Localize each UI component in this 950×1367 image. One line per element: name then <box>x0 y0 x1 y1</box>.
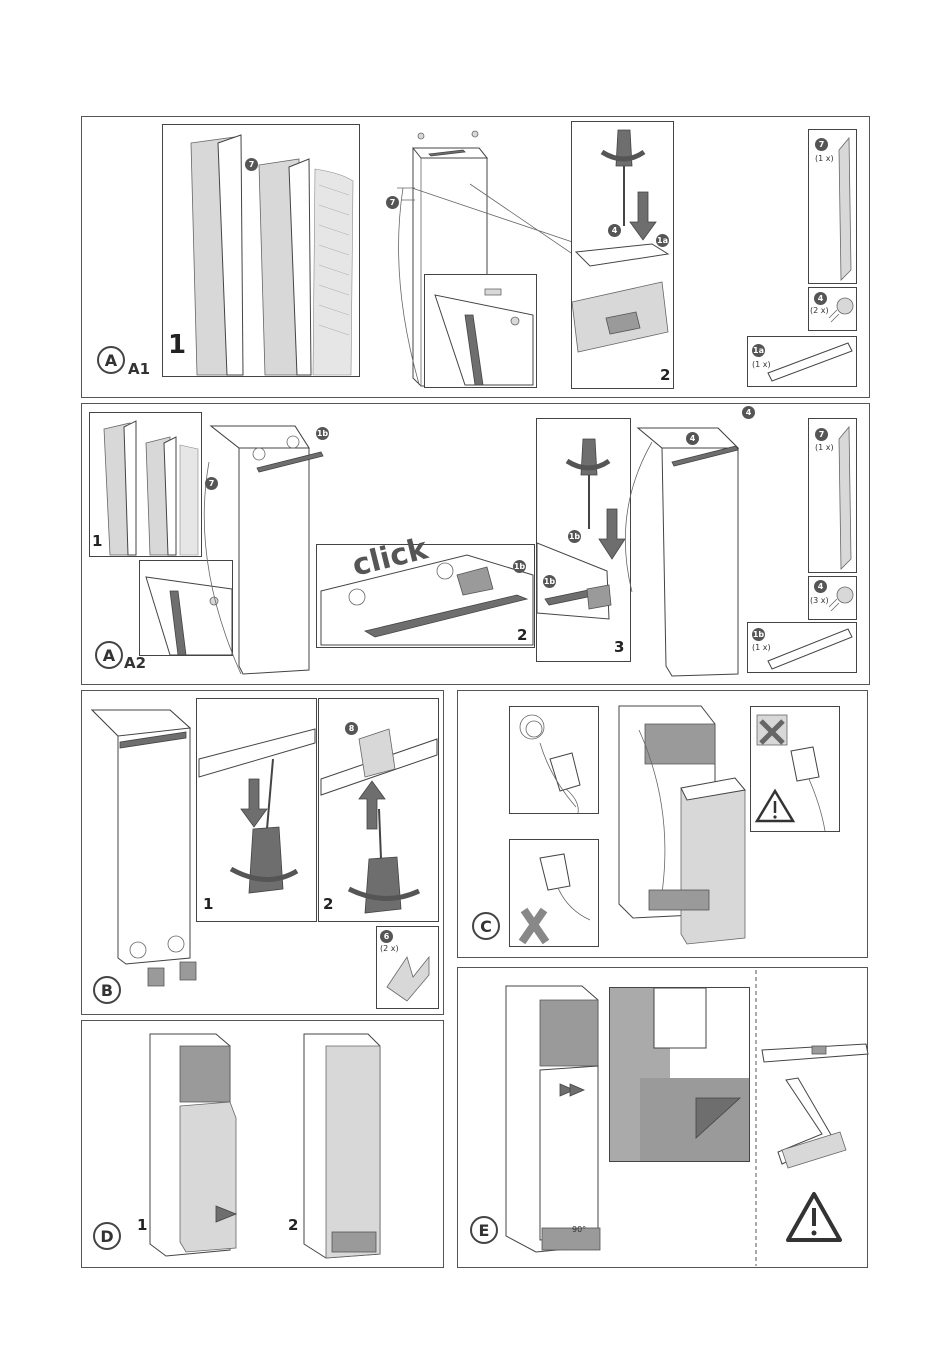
b-fridge-drawing <box>86 696 196 996</box>
section-letter-a2: A <box>95 641 123 669</box>
seal-strip-drawing <box>90 413 202 557</box>
part-badge: 1a <box>752 344 765 357</box>
plug-icon <box>510 707 599 814</box>
section-sublabel-a1: A1 <box>128 360 150 378</box>
screwdriver-icon <box>572 122 674 389</box>
section-letter-a1: A <box>97 346 125 374</box>
step-number: 2 <box>660 366 670 384</box>
angle-label: 90° <box>572 1225 586 1234</box>
step-number: 2 <box>517 626 527 644</box>
part-quantity: (1 x) <box>815 443 834 452</box>
b-step2-box <box>318 698 439 922</box>
part-quantity: (3 x) <box>810 596 829 605</box>
section-letter-c: C <box>472 912 500 940</box>
e-cabinet-drawing <box>500 974 610 1264</box>
c-plug-ok-box <box>509 706 599 814</box>
set-square-icon <box>776 1076 856 1172</box>
step-number: 1 <box>203 895 213 913</box>
part-badge: 6 <box>380 930 393 943</box>
part-badge: 7 <box>815 428 828 441</box>
section-letter-d: D <box>93 1222 121 1250</box>
section-sublabel-a2: A2 <box>124 654 146 672</box>
b-step1-box <box>196 698 317 922</box>
part-badge: 1b <box>568 530 581 543</box>
level-detail-drawing <box>610 988 750 1162</box>
c-warning-box <box>750 706 840 832</box>
part-badge: 4 <box>814 580 827 593</box>
part-box-strip <box>808 129 857 284</box>
a1-step2-box <box>571 121 674 389</box>
part-quantity: (1 x) <box>752 360 771 369</box>
step-number: 2 <box>323 895 333 913</box>
section-letter-b: B <box>93 976 121 1004</box>
step-number: 1 <box>92 532 102 550</box>
part-badge: 4 <box>742 406 755 419</box>
part-badge: 1b <box>752 628 765 641</box>
part-quantity: (2 x) <box>380 944 399 953</box>
plug-icon <box>510 840 599 947</box>
part-badge: 4 <box>608 224 621 237</box>
part-badge: 1b <box>543 575 556 588</box>
spirit-level-icon <box>760 1040 870 1070</box>
warning-icon <box>751 707 840 832</box>
part-box-strip <box>808 418 857 573</box>
d-fridge-2-drawing <box>296 1022 386 1262</box>
part-quantity: (2 x) <box>810 306 829 315</box>
c-plug-wrong-box <box>509 839 599 947</box>
part-badge: 7 <box>205 477 218 490</box>
part-badge: 1b <box>513 560 526 573</box>
step-number: 3 <box>614 638 624 656</box>
a2-fridge-2-drawing <box>632 412 752 682</box>
warning-icon <box>784 1190 844 1246</box>
part-badge: 8 <box>345 722 358 735</box>
d-fridge-1-drawing <box>136 1022 246 1262</box>
section-letter-e: E <box>470 1216 498 1244</box>
step-number: 2 <box>288 1216 298 1234</box>
part-badge: 1a <box>656 234 669 247</box>
a2-step1-seal-box <box>89 412 202 557</box>
screwdriver-icon <box>197 699 317 922</box>
part-quantity: (1 x) <box>815 154 834 163</box>
e-detail-box <box>609 987 750 1162</box>
part-badge: 4 <box>686 432 699 445</box>
screwdriver-icon <box>537 419 631 662</box>
c-cabinet-drawing <box>605 690 755 952</box>
part-quantity: (1 x) <box>752 643 771 652</box>
screwdriver-icon <box>319 699 439 922</box>
e-separator <box>754 970 758 1266</box>
a2-step3-box <box>536 418 631 662</box>
step-number: 1 <box>137 1216 147 1234</box>
part-badge: 4 <box>814 292 827 305</box>
part-badge: 1b <box>316 427 329 440</box>
part-badge: 7 <box>815 138 828 151</box>
